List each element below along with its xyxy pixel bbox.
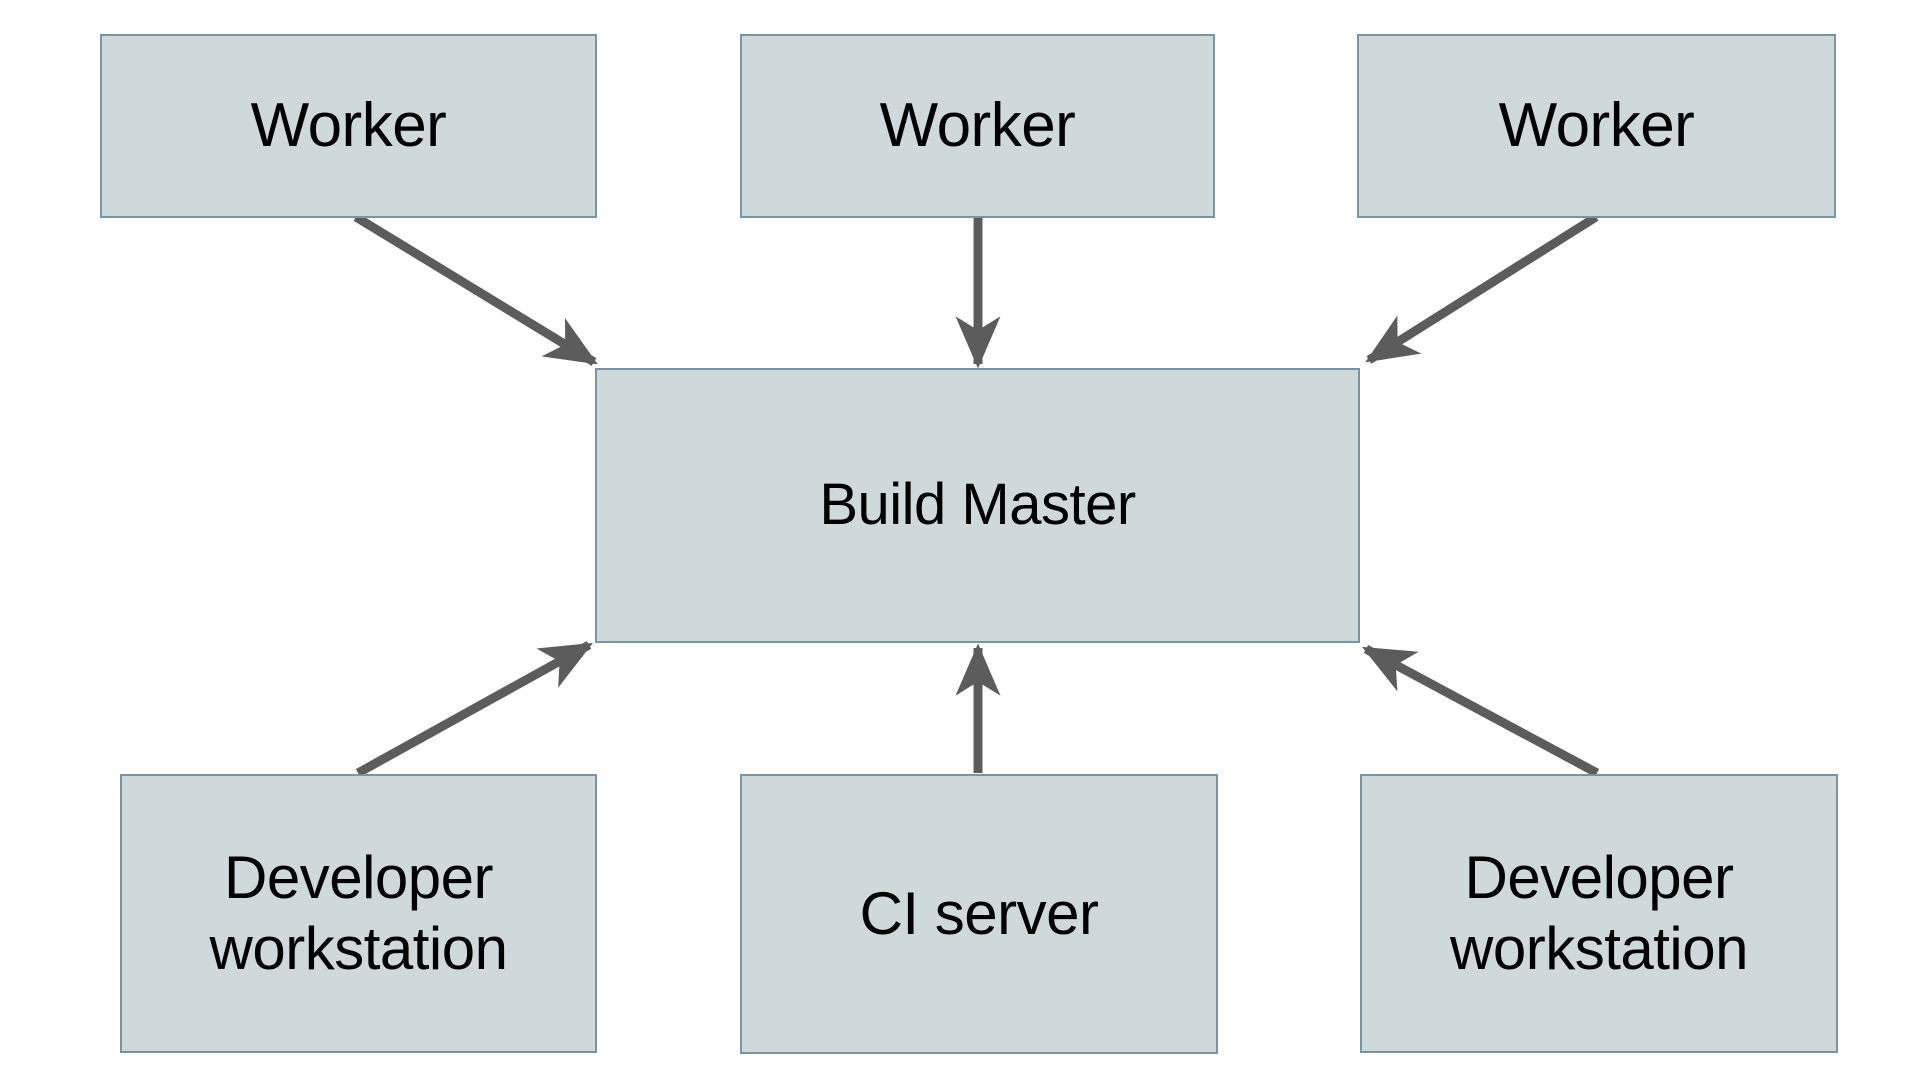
- edge-worker-left-to-master: [353, 213, 598, 366]
- node-developer-workstation-right[interactable]: Developer workstation: [1360, 774, 1838, 1053]
- node-build-master[interactable]: Build Master: [595, 368, 1360, 643]
- node-worker-left-label: Worker: [250, 91, 447, 161]
- node-worker-center[interactable]: Worker: [740, 34, 1215, 218]
- edge-dev-right-to-master: [1362, 645, 1600, 777]
- node-build-master-label: Build Master: [819, 472, 1136, 538]
- node-worker-center-label: Worker: [879, 91, 1076, 161]
- node-ci-server-label: CI server: [859, 879, 1099, 947]
- node-worker-right-label: Worker: [1498, 91, 1695, 161]
- edge-worker-right-to-master: [1365, 213, 1599, 364]
- node-developer-workstation-left-label: Developer workstation: [209, 843, 508, 982]
- node-developer-workstation-left[interactable]: Developer workstation: [120, 774, 597, 1053]
- node-developer-workstation-right-label: Developer workstation: [1450, 843, 1748, 982]
- edge-dev-left-to-master: [355, 641, 593, 777]
- node-worker-left[interactable]: Worker: [100, 34, 597, 218]
- node-worker-right[interactable]: Worker: [1357, 34, 1836, 218]
- node-ci-server[interactable]: CI server: [740, 774, 1218, 1054]
